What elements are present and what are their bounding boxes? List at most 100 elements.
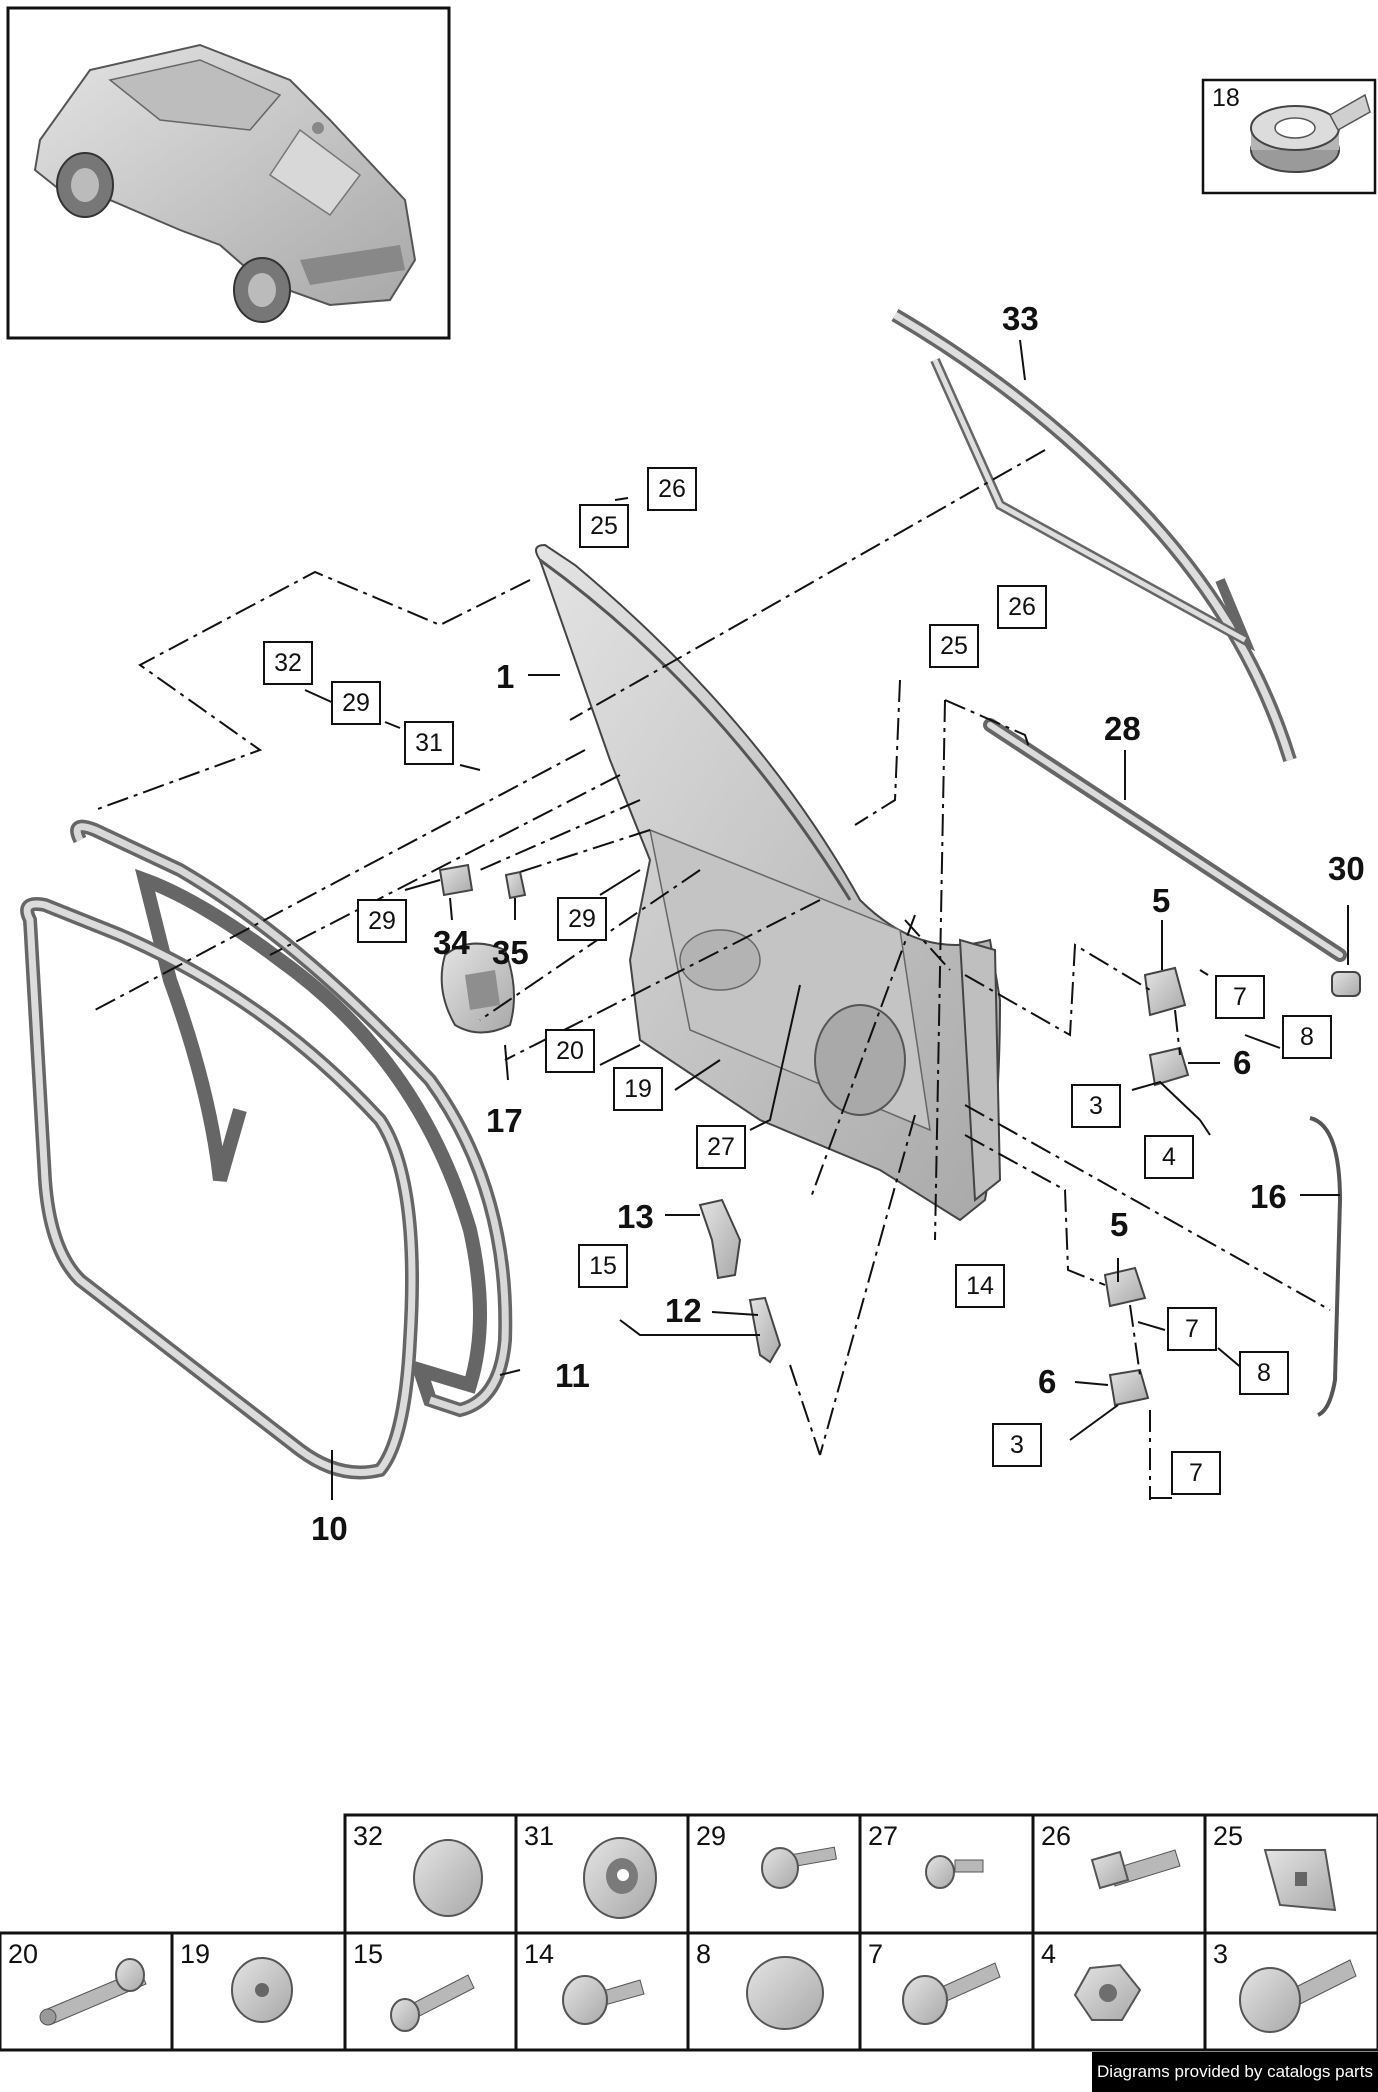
- footer-credit: Diagrams provided by catalogs parts: [1092, 2052, 1378, 2092]
- table-cell-3: 3: [1213, 1939, 1228, 1969]
- callout-box-15: 15: [578, 1244, 628, 1288]
- callout-33: 33: [1002, 300, 1039, 337]
- callout-box-25-a: 25: [579, 504, 629, 548]
- table-cell-27: 27: [868, 1821, 898, 1851]
- leader-lines: [304, 339, 1349, 1500]
- cap-8-icon: [746, 1956, 824, 2030]
- callout-28: 28: [1104, 710, 1141, 747]
- callout-box-27: 27: [696, 1125, 746, 1169]
- screw-27-icon: [925, 1855, 984, 1889]
- svg-text:27: 27: [707, 1133, 735, 1161]
- bold-callouts: 1 33 28 30 5 6 5 6 16 34 35 17 13 12 11 …: [311, 300, 1365, 1547]
- clip-34: [438, 863, 474, 897]
- window-channel-strip: [983, 718, 1347, 962]
- hardware-table-row-1: 32 31 29 27 26 25: [343, 1813, 1378, 1935]
- window-trim: [891, 308, 1297, 763]
- callout-18: 18: [1212, 84, 1240, 112]
- callout-12: 12: [665, 1292, 702, 1329]
- vehicle-illustration: [33, 43, 417, 323]
- screw-29-icon: [761, 1846, 837, 1889]
- callout-box-29-c: 29: [557, 897, 607, 941]
- table-cell-25: 25: [1213, 1821, 1243, 1851]
- callout-box-4: 4: [1144, 1135, 1194, 1179]
- svg-text:3: 3: [1010, 1431, 1024, 1459]
- nut-19-icon: [231, 1957, 293, 2023]
- callout-box-7-a: 7: [1215, 975, 1265, 1019]
- callout-box-8-a: 8: [1282, 1015, 1332, 1059]
- door-seal-outer: [70, 819, 513, 1418]
- svg-text:26: 26: [1008, 593, 1036, 621]
- clip-nut-25-icon: [1263, 1849, 1337, 1912]
- bracket-12: [748, 1296, 782, 1364]
- callout-box-3-a: 3: [1071, 1084, 1121, 1128]
- cable-16: [1309, 1116, 1343, 1417]
- callout-box-29-b: 29: [357, 899, 407, 943]
- svg-text:14: 14: [966, 1272, 994, 1300]
- svg-text:19: 19: [624, 1075, 652, 1103]
- callout-box-26-a: 26: [647, 467, 697, 511]
- table-cell-7: 7: [868, 1939, 883, 1969]
- hinge-lower-top: [1103, 1266, 1147, 1308]
- svg-text:29: 29: [568, 905, 596, 933]
- table-cell-20: 20: [8, 1939, 38, 1969]
- screw-14-icon: [562, 1975, 645, 2025]
- callout-box-3-b: 3: [992, 1423, 1042, 1467]
- bolt-15-icon: [390, 1974, 475, 2032]
- callout-box-29-a: 29: [331, 681, 381, 725]
- nut-4-icon: [1073, 1963, 1142, 2021]
- bolt-20-icon: [39, 1958, 147, 2026]
- table-cell-8: 8: [696, 1939, 711, 1969]
- table-cell-26: 26: [1041, 1821, 1071, 1851]
- table-cell-15: 15: [353, 1939, 383, 1969]
- svg-text:20: 20: [556, 1037, 584, 1065]
- hardware-table-row-2: 20 19 15 14 8 7 4 3: [0, 1931, 1378, 2052]
- table-cell-4: 4: [1041, 1939, 1056, 1969]
- svg-text:3: 3: [1089, 1092, 1103, 1120]
- callout-11: 11: [555, 1357, 590, 1394]
- door-shell: [535, 543, 1002, 1222]
- table-cell-32: 32: [353, 1821, 383, 1851]
- bracket-13: [698, 1198, 742, 1280]
- tape-roll-box: 18: [1201, 78, 1377, 195]
- hinge-upper-top: [1143, 966, 1187, 1017]
- table-cell-14: 14: [524, 1939, 554, 1969]
- callout-1: 1: [496, 658, 514, 695]
- callout-box-7-c: 7: [1171, 1451, 1221, 1495]
- boxed-callouts: 26 25 26 25 32 29 31 29 29 20 19 27 7 8 …: [263, 467, 1332, 1495]
- svg-text:31: 31: [415, 729, 443, 757]
- callout-box-32: 32: [263, 641, 313, 685]
- callout-10: 10: [311, 1510, 348, 1547]
- door-seal-inner: [20, 897, 419, 1480]
- table-cell-19: 19: [180, 1939, 210, 1969]
- svg-text:26: 26: [658, 475, 686, 503]
- cap-32-icon: [413, 1839, 483, 1917]
- assembly-lines: [94, 449, 1331, 1500]
- callout-6-lower: 6: [1038, 1363, 1056, 1400]
- callout-box-8-b: 8: [1239, 1351, 1289, 1395]
- callout-box-26-b: 26: [997, 585, 1047, 629]
- svg-text:7: 7: [1233, 983, 1247, 1011]
- table-cell-31: 31: [524, 1821, 554, 1851]
- svg-text:15: 15: [589, 1252, 617, 1280]
- svg-text:4: 4: [1162, 1143, 1176, 1171]
- callout-box-19: 19: [613, 1067, 663, 1111]
- callout-6-upper: 6: [1233, 1044, 1251, 1081]
- svg-text:7: 7: [1185, 1315, 1199, 1343]
- table-cell-29: 29: [696, 1821, 726, 1851]
- callout-5-lower: 5: [1110, 1206, 1128, 1243]
- callout-35: 35: [492, 934, 529, 971]
- svg-text:7: 7: [1189, 1459, 1203, 1487]
- callout-16: 16: [1250, 1178, 1287, 1215]
- svg-text:32: 32: [274, 649, 302, 677]
- grommet-31-icon: [583, 1837, 657, 1919]
- vehicle-thumbnail: [6, 6, 451, 340]
- end-cap-30: [1331, 971, 1361, 997]
- hinge-lower-bottom: [1108, 1368, 1150, 1407]
- callout-30: 30: [1328, 850, 1365, 887]
- callout-13: 13: [617, 1198, 654, 1235]
- callout-box-25-b: 25: [929, 624, 979, 668]
- callout-box-20: 20: [545, 1029, 595, 1073]
- callout-5-upper: 5: [1152, 882, 1170, 919]
- callout-17: 17: [486, 1102, 523, 1139]
